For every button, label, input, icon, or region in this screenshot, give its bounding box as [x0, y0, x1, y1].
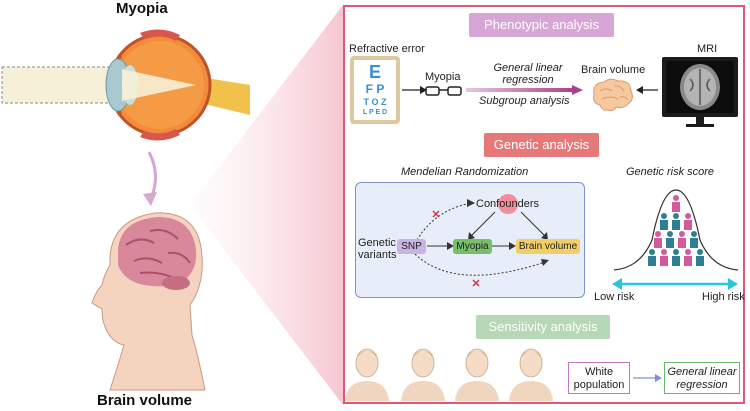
person-icon [678, 231, 686, 248]
person-icon [648, 249, 656, 266]
chart-row-3: T O Z [363, 97, 387, 107]
eye-chart: E F P T O Z L P E D [350, 56, 400, 124]
person-icon [660, 249, 668, 266]
regression-arrow [466, 85, 583, 95]
white-label: White [584, 366, 614, 378]
low-risk-label: Low risk [594, 291, 635, 303]
high-risk-label: High risk [702, 291, 745, 303]
risk-distribution [612, 189, 739, 290]
sensitivity-analysis-header: Sensitivity analysis [476, 315, 610, 339]
person-icon [684, 249, 692, 266]
person-icon [654, 231, 662, 248]
arrow-mri-to-brain [636, 86, 658, 94]
person-bust-icon [345, 348, 389, 401]
mri-monitor-icon [662, 57, 738, 127]
confounders-label: Confounders [476, 198, 539, 210]
myopia-title: Myopia [116, 0, 168, 17]
glm-label-1: General linear [493, 62, 563, 74]
subgroup-analysis-label: Subgroup analysis [479, 95, 570, 107]
white-population-box: White population [568, 362, 630, 394]
glm-label-2: regression [502, 74, 554, 86]
arrow-white-to-glm [633, 374, 662, 382]
arrow-chart-to-glasses [402, 86, 427, 94]
refractive-error-label: Refractive error [349, 43, 425, 55]
population-faces [345, 348, 553, 401]
brain-volume-label-pheno: Brain volume [581, 64, 646, 76]
brain-icon [593, 78, 633, 112]
chart-row-4: L P E D [362, 109, 388, 116]
genetic-analysis-header: Genetic analysis [484, 133, 599, 157]
chart-row-1: E [368, 62, 381, 82]
person-icon [672, 213, 680, 230]
mendelian-randomization-label: Mendelian Randomization [401, 166, 529, 178]
person-icon [666, 231, 674, 248]
glm-box-line-2: regression [676, 379, 728, 391]
head-silhouette [91, 212, 206, 391]
person-icon [690, 231, 698, 248]
myopia-node: Myopia [453, 239, 492, 254]
brain-volume-node: Brain volume [516, 239, 580, 254]
genetic-risk-score-label: Genetic risk score [626, 166, 715, 178]
brain-volume-title: Brain volume [97, 392, 193, 409]
glasses-icon [425, 86, 462, 96]
chart-row-2: F P [365, 82, 385, 96]
person-bust-icon [455, 348, 499, 401]
snp-node: SNP [397, 239, 426, 254]
mri-label: MRI [697, 43, 718, 55]
mr-dag-lines [414, 194, 549, 287]
person-icon [684, 213, 692, 230]
genetic-variants-label-1: Genetic [358, 237, 396, 249]
person-bust-icon [509, 348, 553, 401]
person-icon [696, 249, 704, 266]
phenotypic-analysis-header: Phenotypic analysis [469, 13, 614, 37]
person-icon [660, 213, 668, 230]
glm-box-line-1: General linear [667, 366, 737, 378]
person-bust-icon [401, 348, 445, 401]
myopia-label-pheno: Myopia [425, 71, 461, 83]
genetic-variants-label-2: variants [358, 249, 397, 261]
eye-illustration [1, 29, 250, 141]
down-arrow [143, 151, 157, 206]
person-icon [672, 195, 680, 212]
zoom-wedge [190, 5, 343, 405]
person-icon [672, 249, 680, 266]
glm-box: General linear regression [664, 362, 740, 394]
population-label: population [573, 379, 625, 391]
